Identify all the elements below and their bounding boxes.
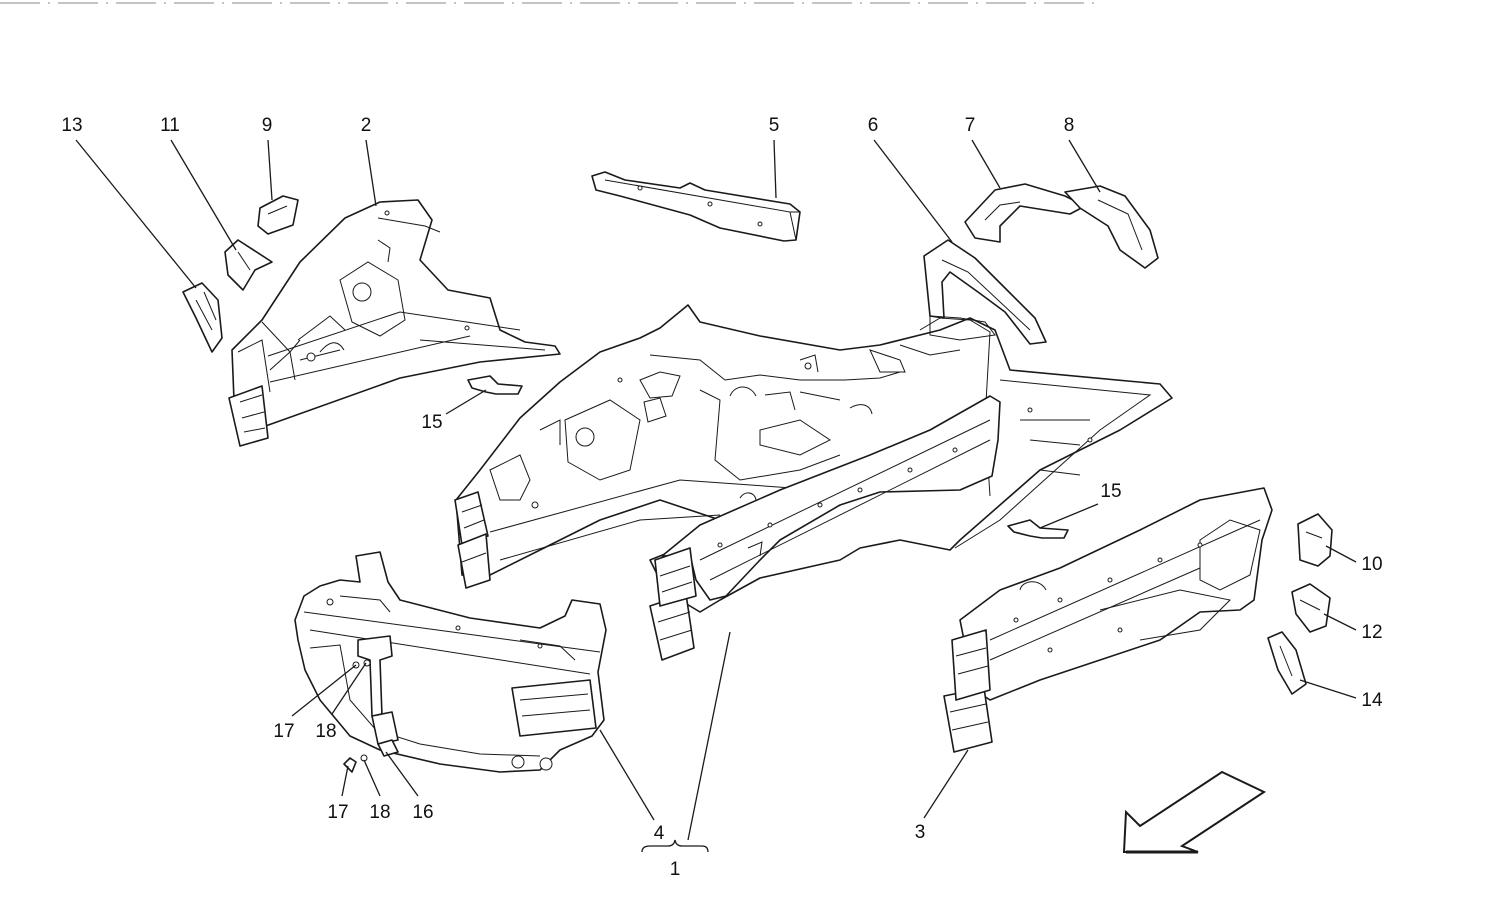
part-13-bracket[interactable] — [182, 282, 223, 353]
callout-11: 11 — [160, 115, 180, 136]
callout-12: 12 — [1361, 622, 1382, 643]
part-16-bracket[interactable] — [377, 739, 399, 757]
part-9-bracket[interactable] — [257, 195, 299, 235]
part-15-clip-left[interactable] — [467, 375, 523, 395]
callout-18-lower: 18 — [369, 802, 390, 823]
part-14-bracket[interactable] — [1267, 631, 1307, 695]
part-7-rear-arch[interactable] — [964, 183, 1086, 243]
part-10-bracket[interactable] — [1297, 513, 1333, 567]
leader-lines — [75, 139, 1357, 853]
callout-10: 10 — [1361, 554, 1382, 575]
callout-1: 1 — [670, 859, 681, 880]
callout-6: 6 — [868, 115, 879, 136]
part-12-gusset[interactable] — [1291, 583, 1331, 633]
part-15-clip-right[interactable] — [1007, 519, 1069, 539]
front-direction-arrow-icon — [1122, 770, 1267, 854]
part-1-main-body-structure[interactable] — [454, 304, 1173, 661]
callout-numbers: 13 11 9 2 5 6 7 8 15 15 10 12 14 17 18 1… — [61, 115, 1383, 880]
part-11-gusset[interactable] — [224, 239, 273, 291]
part-3-right-front-structure[interactable] — [943, 487, 1273, 753]
callout-5: 5 — [769, 115, 780, 136]
part-8-rear-bracket[interactable] — [1064, 185, 1159, 269]
callout-18-upper: 18 — [315, 721, 336, 742]
callout-15-left: 15 — [421, 412, 442, 433]
callout-7: 7 — [965, 115, 976, 136]
part-2-left-front-structure[interactable] — [228, 199, 561, 447]
part-5-cross-beam[interactable] — [591, 171, 801, 242]
callout-8: 8 — [1064, 115, 1075, 136]
callout-13: 13 — [61, 115, 82, 136]
callout-14: 14 — [1361, 690, 1383, 711]
callout-4: 4 — [654, 823, 665, 844]
part-4-front-frame[interactable] — [294, 551, 607, 773]
callout-9: 9 — [262, 115, 273, 136]
fastener-17-lower[interactable] — [343, 757, 357, 773]
callout-17-lower: 17 — [327, 802, 348, 823]
callout-2: 2 — [361, 115, 372, 136]
callout-15-right: 15 — [1100, 481, 1121, 502]
callout-16: 16 — [412, 802, 433, 823]
callout-17-upper: 17 — [273, 721, 294, 742]
part-6-arch-panel[interactable] — [923, 239, 1047, 345]
callout-3: 3 — [915, 822, 926, 843]
